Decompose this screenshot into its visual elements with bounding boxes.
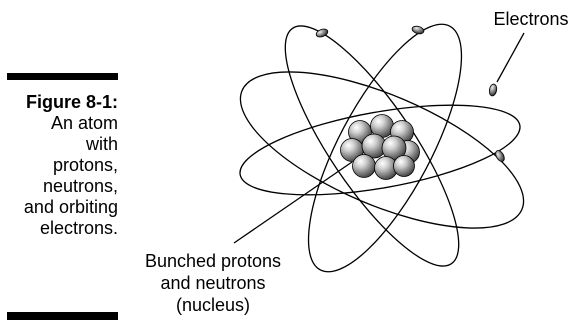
caption-line: with — [85, 134, 118, 154]
orbit-ring — [239, 104, 521, 196]
caption-line: neutrons, — [42, 176, 118, 196]
electron — [411, 25, 425, 35]
caption-bottom-rule — [7, 312, 118, 320]
electron — [495, 150, 505, 162]
caption-line: An atom — [50, 113, 118, 133]
figure-caption: Figure 8-1: An atom with protons, neutro… — [0, 92, 118, 239]
nucleus-label-line: (nucleus) — [175, 295, 251, 315]
electrons-label: Electrons — [493, 9, 569, 29]
nucleus-label-line: and neutrons — [160, 273, 266, 293]
electrons-leader-line — [496, 32, 525, 83]
nucleus-leader-line — [233, 161, 353, 244]
electron — [315, 28, 329, 38]
electron — [488, 83, 498, 97]
nucleon — [352, 154, 376, 178]
nucleus-label-line: Bunched protons — [144, 251, 282, 271]
caption-line: electrons. — [39, 218, 118, 238]
nucleus-label: Bunched protons and neutrons (nucleus) — [128, 250, 298, 316]
caption-top-rule — [7, 73, 118, 80]
orbit-ring — [307, 23, 463, 273]
figure-number: Figure 8-1: — [25, 92, 118, 112]
nucleus — [340, 114, 420, 180]
caption-line: protons, — [52, 155, 118, 175]
caption-line: and orbiting — [23, 197, 118, 217]
nucleon — [393, 155, 415, 177]
